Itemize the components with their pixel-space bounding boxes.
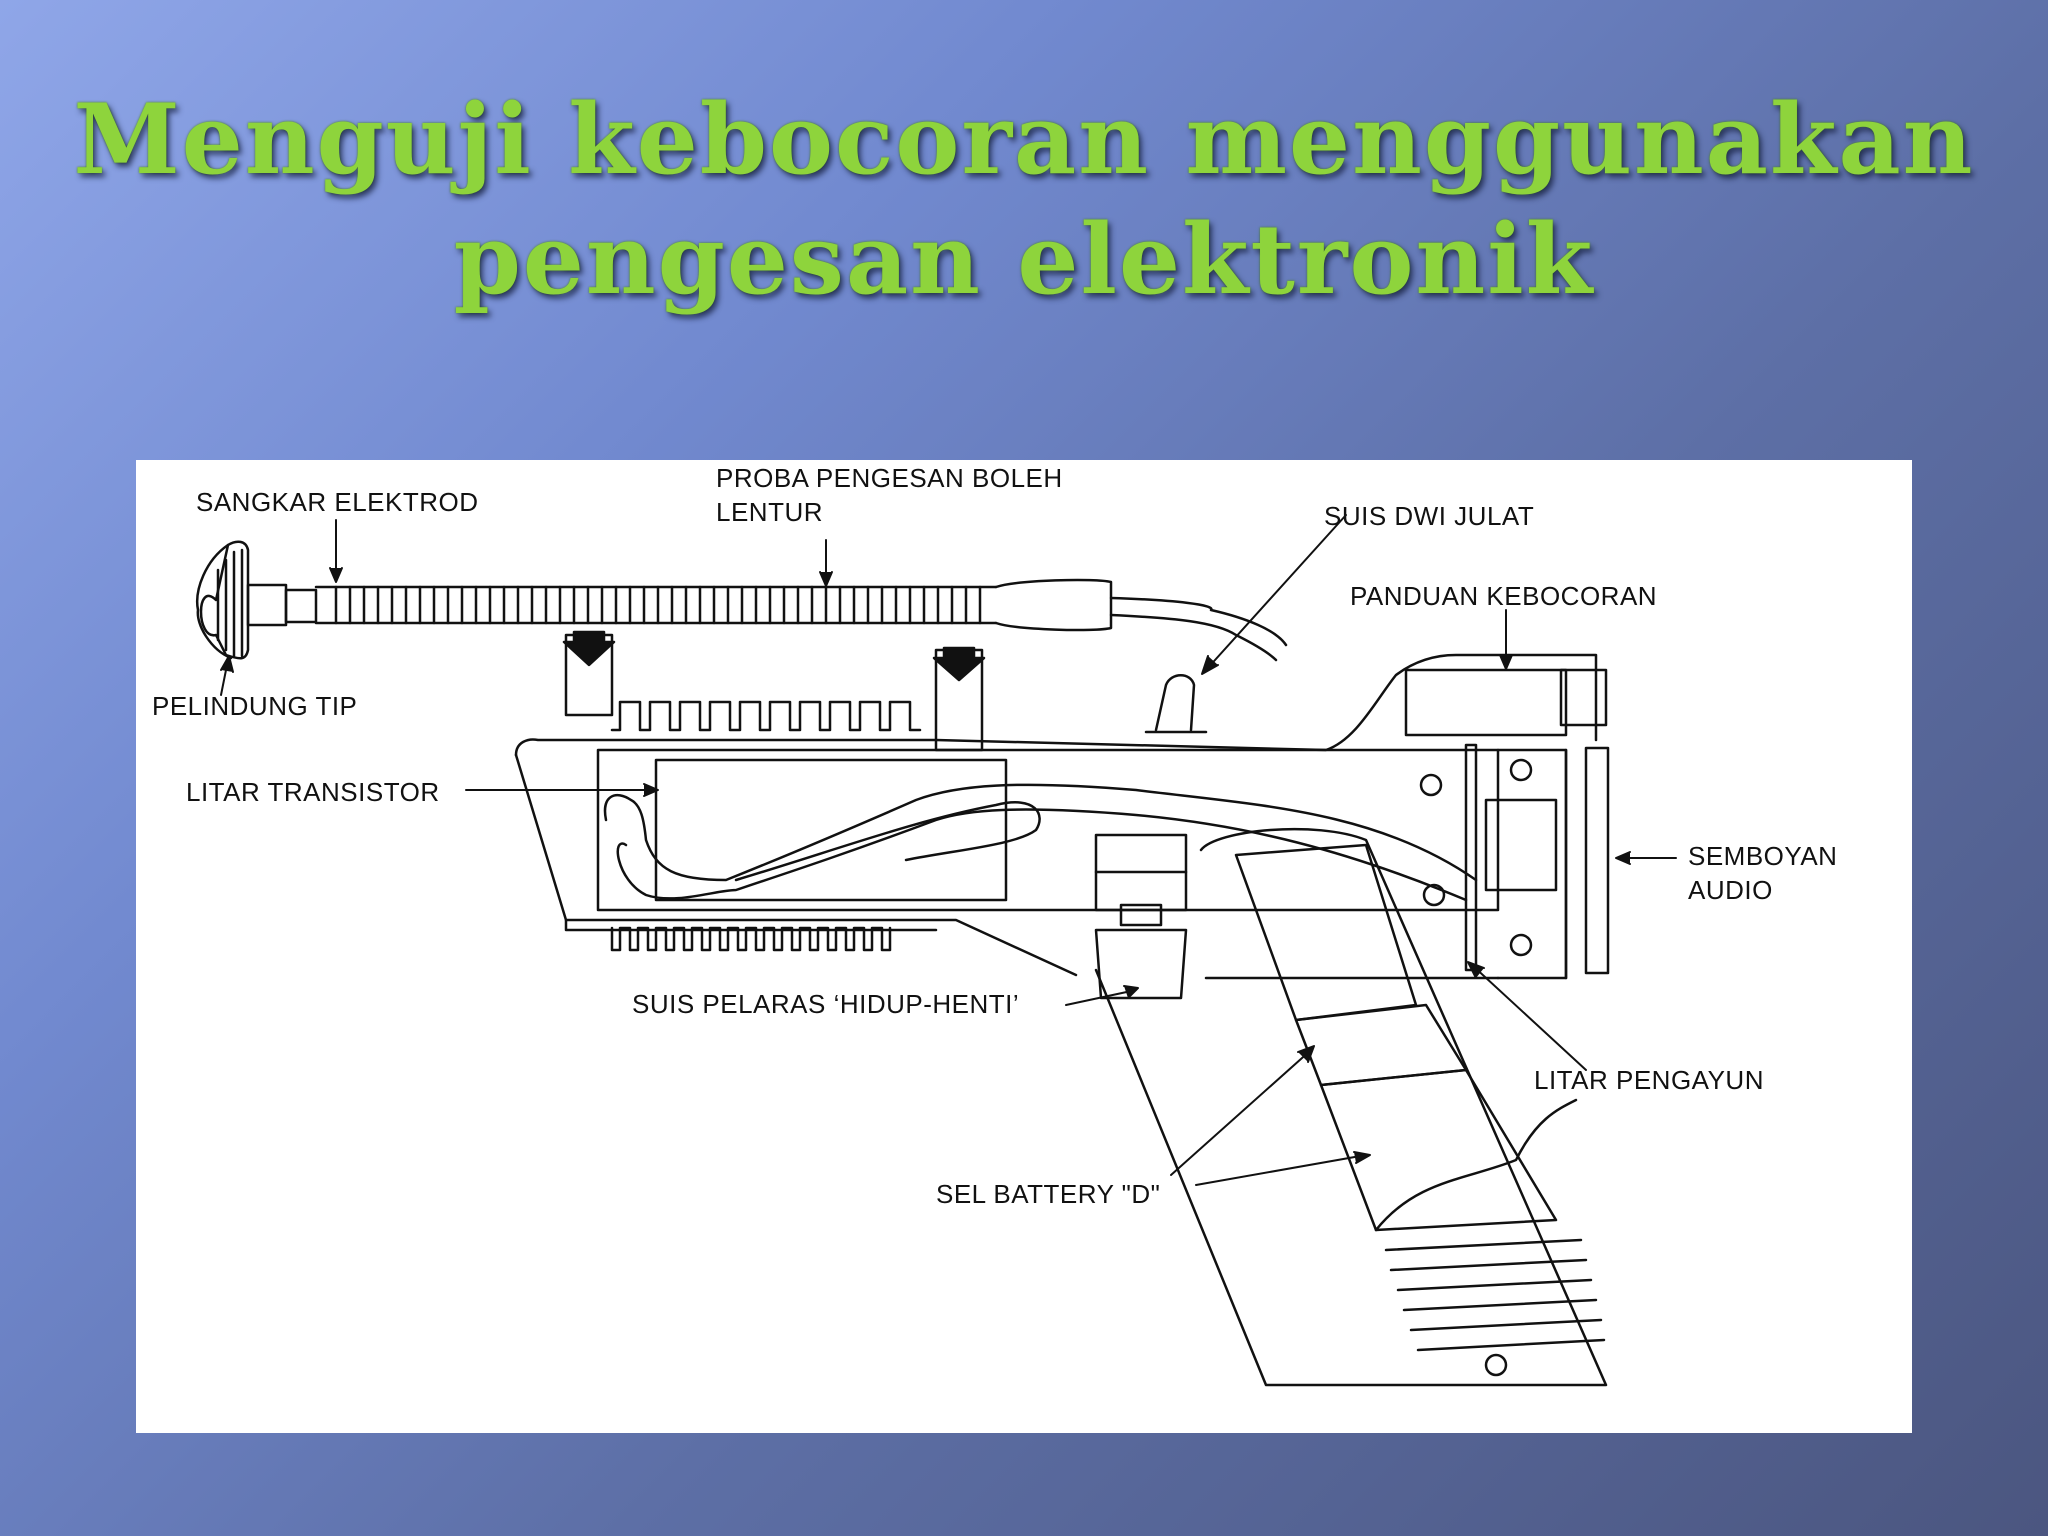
leak-detector-diagram: SANGKAR ELEKTROD PROBA PENGESAN BOLEH LE… <box>136 460 1912 1433</box>
internal-cable <box>603 783 1478 902</box>
label-sel-battery: SEL BATTERY "D" <box>936 1179 1161 1209</box>
electrode-cage <box>246 583 318 627</box>
on-off-switch <box>1094 833 1188 1000</box>
slide-title: Menguji kebocoran menggunakan pengesan e… <box>0 80 2048 320</box>
top-fins <box>610 700 922 732</box>
body-housing <box>514 653 1610 980</box>
label-panduan-kebocoran: PANDUAN KEBOCORAN <box>1350 581 1658 611</box>
battery-handle <box>1094 827 1608 1387</box>
slide-title-line-2: pengesan elektronik <box>453 203 1595 316</box>
probe-tip-guard <box>196 540 250 660</box>
label-proba-line-2: LENTUR <box>716 497 824 527</box>
label-proba-line-1: PROBA PENGESAN BOLEH <box>716 463 1063 493</box>
flexible-probe <box>314 578 1288 662</box>
slide-title-line-1: Menguji kebocoran menggunakan <box>73 83 1975 196</box>
bottom-fins <box>610 926 892 952</box>
label-semboyan-line-2: AUDIO <box>1688 875 1773 905</box>
heat-sink-arrows <box>562 630 986 752</box>
label-pelindung-tip: PELINDUNG TIP <box>152 691 358 721</box>
label-sangkar-elektrod: SANGKAR ELEKTROD <box>196 487 479 517</box>
label-suis-dwi-julat: SUIS DWI JULAT <box>1324 501 1535 531</box>
leak-detector-drawing <box>196 514 1677 1387</box>
label-litar-pengayun: LITAR PENGAYUN <box>1534 1065 1764 1095</box>
label-litar-transistor: LITAR TRANSISTOR <box>186 777 440 807</box>
leader-lines <box>220 514 1677 1186</box>
range-switch <box>1144 674 1208 734</box>
label-suis-pelaras: SUIS PELARAS ‘HIDUP-HENTI’ <box>632 989 1020 1019</box>
label-semboyan-line-1: SEMBOYAN <box>1688 841 1838 871</box>
